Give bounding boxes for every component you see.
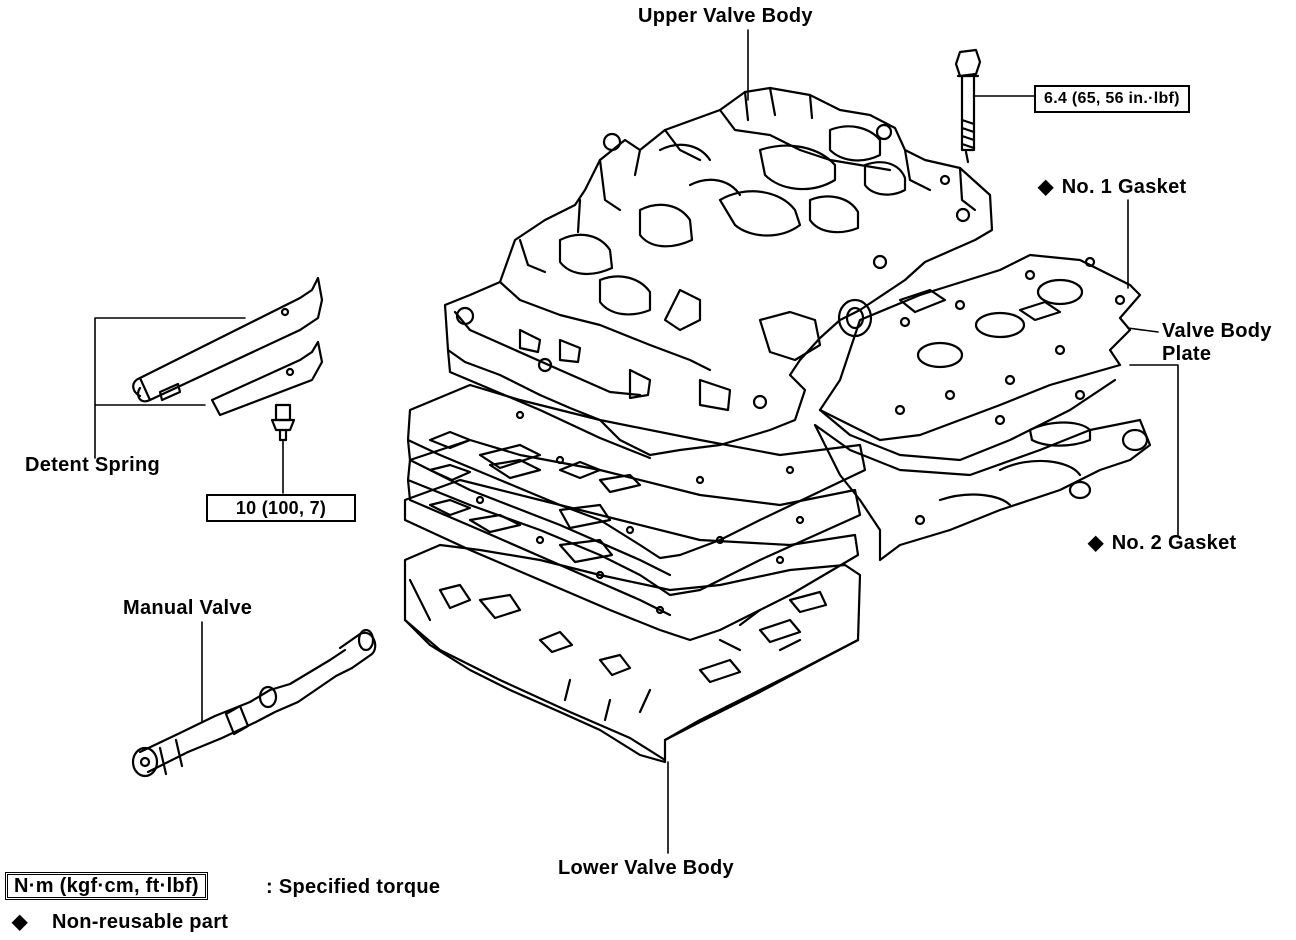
lower-valve-body-art bbox=[403, 543, 862, 764]
non-reusable-legend-icon: ◆ bbox=[12, 911, 28, 933]
non-reusable-legend-text: Non-reusable part bbox=[52, 911, 229, 933]
gasket-1-text: No. 1 Gasket bbox=[1061, 176, 1187, 198]
upper-valve-body-art bbox=[443, 86, 994, 460]
valve-body-plate-label-line2: Plate bbox=[1162, 343, 1212, 365]
gasket-1-label: ◆ No. 1 Gasket bbox=[1038, 176, 1186, 198]
bolt-torque-box: 6.4 (65, 56 in.·lbf) bbox=[1034, 85, 1190, 113]
upper-valve-body-label: Upper Valve Body bbox=[638, 5, 813, 27]
gasket-2-label: ◆ No. 2 Gasket bbox=[1088, 532, 1236, 554]
torque-legend-text: : Specified torque bbox=[266, 876, 441, 898]
upper-bolt-art bbox=[954, 48, 982, 164]
detent-bolt-torque-box: 10 (100, 7) bbox=[206, 494, 356, 522]
torque-legend-box: N·m (kgf·cm, ft·lbf) bbox=[5, 872, 208, 900]
valve-body-plate-label-line1: Valve Body bbox=[1162, 320, 1272, 342]
plate-stack-right-art bbox=[813, 253, 1152, 562]
plate-stack-left-art bbox=[403, 383, 867, 642]
lower-valve-body-label: Lower Valve Body bbox=[558, 857, 734, 879]
manual-valve-art bbox=[131, 628, 377, 778]
gasket-2-text: No. 2 Gasket bbox=[1111, 532, 1237, 554]
leader-lines bbox=[94, 29, 1179, 854]
manual-valve-label: Manual Valve bbox=[123, 597, 253, 619]
detent-spring-art bbox=[132, 276, 324, 417]
detent-spring-label: Detent Spring bbox=[25, 454, 161, 476]
detent-bolt-art bbox=[270, 403, 296, 442]
non-reusable-diamond-icon: ◆ bbox=[1088, 532, 1104, 554]
non-reusable-diamond-icon: ◆ bbox=[1038, 176, 1054, 198]
